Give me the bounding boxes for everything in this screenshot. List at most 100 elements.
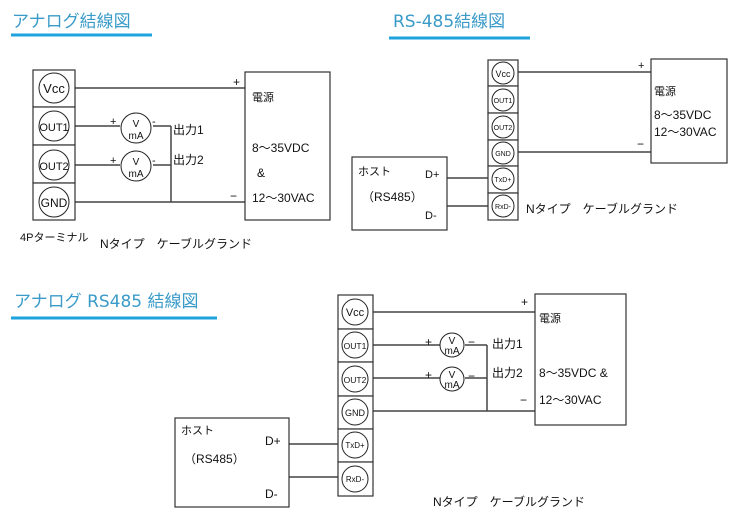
power-ac: 12～30VAC [252, 191, 315, 205]
terminal-screw [491, 141, 515, 165]
power-dc: 8～35VDC & [539, 366, 608, 380]
terminal-screw [341, 331, 369, 359]
meter-icon [120, 112, 152, 144]
host-rect [351, 156, 448, 231]
power-plus: + [521, 295, 528, 309]
host-title: ホスト [181, 424, 214, 437]
host-rect [174, 417, 290, 508]
terminal-label: TxD+ [495, 177, 512, 184]
terminal-screw [491, 194, 515, 218]
terminal-screw [341, 465, 369, 493]
meter-plus: + [110, 155, 116, 167]
host-sub: （RS485） [362, 190, 423, 204]
terminal-screw [491, 88, 515, 112]
meter-v: V [133, 157, 140, 168]
terminal-screw [38, 110, 70, 142]
analog-rs485-diagram: アナログ RS485 結線図 Vcc OUT1 OUT2 GND TxD+ [11, 292, 627, 509]
terminal-label: GND [495, 151, 511, 158]
terminal-label: TxD+ [345, 441, 365, 450]
terminal-block: Vcc OUT1 OUT2 GND [32, 69, 76, 221]
host-box: ホスト （RS485） D+ D- [174, 417, 290, 508]
power-minus: − [637, 137, 644, 151]
power-box [244, 71, 331, 221]
meter-plus: + [425, 335, 432, 349]
terminal-screw [38, 149, 70, 181]
power-dc: 8～35VDC [252, 141, 310, 155]
output-label: 出力2 [492, 366, 523, 380]
terminal-label: GND [345, 408, 366, 418]
meter-1: + V mA - 出力1 [110, 112, 204, 144]
terminal-label: OUT1 [344, 341, 367, 351]
power-supply: + − 電源 8～35VDC & 12～30VAC [520, 293, 627, 426]
analog-title: アナログ結線図 [12, 12, 131, 32]
meter-2: + V mA - 出力2 [110, 150, 204, 182]
meter-ma: mA [129, 131, 144, 142]
terminal-screw [491, 115, 515, 139]
power-ac: 12～30VAC [654, 125, 717, 139]
meter-plus: + [110, 116, 116, 128]
output-label: 出力1 [492, 337, 523, 351]
terminal-label: Vcc [495, 69, 511, 79]
power-minus: − [230, 189, 237, 203]
power-dc: 8～35VDC [654, 108, 712, 122]
rs485-title: RS-485結線図 [393, 12, 505, 32]
terminal-screw [341, 365, 369, 393]
meter-v: V [449, 370, 456, 381]
meter-v: V [449, 336, 456, 347]
terminal-screw [38, 186, 70, 218]
power-minus: − [520, 393, 527, 407]
terminal-label: RxD- [346, 475, 365, 484]
terminal-screw [491, 167, 515, 191]
host-box: ホスト （RS485） D+ D- [351, 156, 448, 231]
meter-2: + V mA − 出力2 [425, 366, 523, 392]
rs485-diagram: RS-485結線図 Vcc OUT1 OUT2 GND TxD+ RxD- [351, 12, 728, 231]
meter-plus: + [425, 368, 432, 382]
meter-icon [439, 332, 465, 358]
cable-gland-caption: Nタイプ ケーブルグランド [526, 201, 678, 216]
terminal-label: Vcc [346, 307, 365, 319]
terminal-screw [38, 72, 70, 104]
output-label: 出力2 [173, 153, 204, 167]
meter-ma: mA [445, 380, 460, 391]
power-supply: + − 電源 8～35VDC & 12～30VAC [230, 71, 331, 221]
power-ac: 12～30VAC [539, 393, 602, 407]
terminal-screw [341, 398, 369, 426]
host-title: ホスト [358, 165, 391, 178]
host-dminus: D- [265, 487, 278, 501]
host-dplus: D+ [425, 169, 439, 181]
terminal-screw [491, 61, 515, 85]
power-title: 電源 [252, 90, 274, 104]
meter-minus: − [468, 369, 475, 383]
power-box [534, 293, 627, 426]
host-sub: （RS485） [184, 452, 245, 466]
meter-icon [439, 366, 465, 392]
meter-minus: − [468, 335, 475, 349]
power-box [650, 58, 728, 164]
analog-diagram: アナログ結線図 Vcc OUT1 OUT2 GND + [11, 12, 331, 251]
terminal-label: GND [41, 196, 68, 210]
meter-ma: mA [129, 169, 144, 180]
cable-gland-caption: Nタイプ ケーブルグランド [433, 494, 585, 509]
meter-minus: - [152, 155, 156, 167]
terminal-label: OUT2 [344, 375, 367, 385]
output-label: 出力1 [173, 123, 204, 137]
host-dplus: D+ [265, 434, 281, 448]
power-plus: + [638, 60, 644, 72]
meter-minus: - [152, 116, 156, 128]
terminal-screw [341, 298, 369, 326]
meter-1: + V mA − 出力1 [425, 332, 523, 358]
terminal-block: Vcc OUT1 OUT2 GND TxD+ RxD- [337, 294, 374, 497]
power-title: 電源 [539, 311, 561, 325]
meter-icon [120, 150, 152, 182]
power-supply: + − 電源 8～35VDC 12～30VAC [637, 58, 728, 164]
terminal-label: OUT1 [494, 98, 513, 105]
terminal-label: Vcc [43, 81, 65, 96]
terminal-caption: 4Pターミナル [20, 231, 88, 244]
terminal-label: OUT2 [39, 161, 68, 173]
terminal-screw [341, 431, 369, 459]
cable-gland-caption: Nタイプ ケーブルグランド [100, 236, 252, 251]
power-title: 電源 [654, 84, 676, 98]
power-plus: + [233, 75, 240, 89]
terminal-label: OUT1 [39, 122, 68, 134]
